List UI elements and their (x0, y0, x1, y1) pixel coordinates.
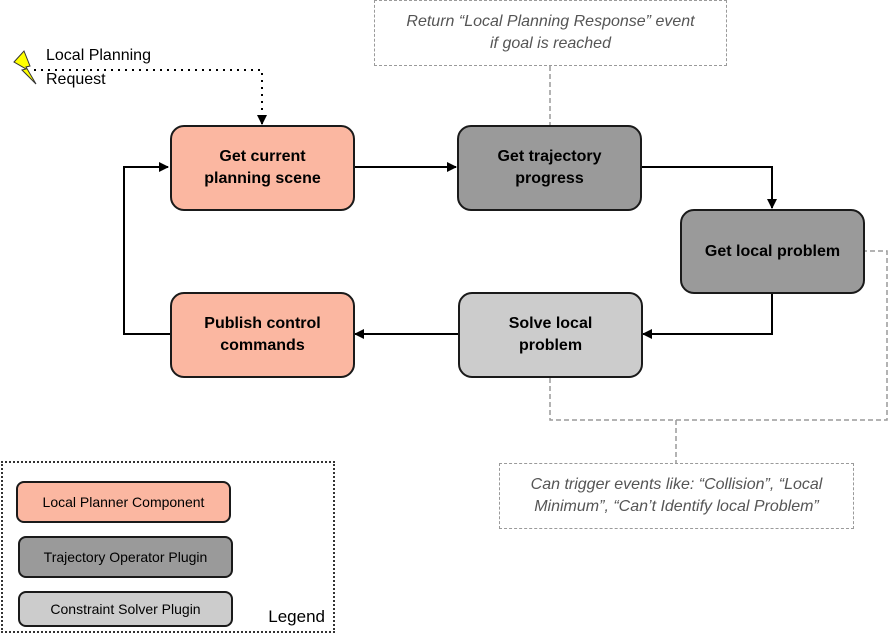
legend-title: Legend (268, 607, 325, 626)
note-events-line1: Can trigger events like: “Collision”, “L… (530, 476, 823, 493)
legend-item-trajectory-operator-plugin: Trajectory Operator Plugin (18, 536, 233, 578)
trigger-label: Local Planning Request (46, 44, 151, 92)
lightning-bolt-icon (13, 50, 37, 85)
node-label-line1: Solve local (508, 315, 593, 332)
arrow-local-problem-to-solve (642, 293, 773, 339)
node-label-line2: problem (518, 337, 583, 354)
note-events: Can trigger events like: “Collision”, “L… (499, 463, 854, 529)
legend-item-local-planner-component: Local Planner Component (16, 481, 231, 523)
node-label-line2: planning scene (204, 170, 321, 187)
note-response-line2: if goal is reached (490, 35, 611, 52)
node-label-line1: Get local problem (704, 242, 841, 260)
node-label-line1: Publish control (204, 315, 321, 332)
note-events-line2: Minimum”, “Can’t Identify local Problem” (534, 498, 819, 515)
legend-item-label: Constraint Solver Plugin (50, 601, 201, 617)
legend: Local Planner Component Trajectory Opera… (1, 461, 335, 633)
node-label-line1: Get trajectory (497, 148, 602, 165)
trigger-label-line1: Local Planning (46, 47, 151, 64)
note-connector-events (549, 250, 888, 421)
legend-item-constraint-solver-plugin: Constraint Solver Plugin (18, 591, 233, 627)
trigger-label-line2: Request (46, 71, 106, 88)
legend-item-label: Local Planner Component (42, 494, 205, 510)
node-get-trajectory-progress[interactable]: Get trajectory progress (457, 125, 642, 211)
node-label-line2: progress (515, 170, 584, 187)
node-publish-control-commands[interactable]: Publish control commands (170, 292, 355, 378)
note-response: Return “Local Planning Response” event i… (374, 0, 727, 66)
legend-item-label: Trajectory Operator Plugin (43, 549, 208, 565)
arrow-publish-to-scene (123, 162, 170, 335)
node-solve-local-problem[interactable]: Solve local problem (458, 292, 643, 378)
node-label-line1: Get current (219, 148, 306, 165)
note-response-line1: Return “Local Planning Response” event (406, 13, 695, 30)
arrow-progress-to-local-problem (642, 166, 777, 209)
node-get-local-problem[interactable]: Get local problem (680, 209, 865, 294)
node-get-current-planning-scene[interactable]: Get current planning scene (170, 125, 355, 211)
node-label-line2: commands (220, 337, 305, 354)
